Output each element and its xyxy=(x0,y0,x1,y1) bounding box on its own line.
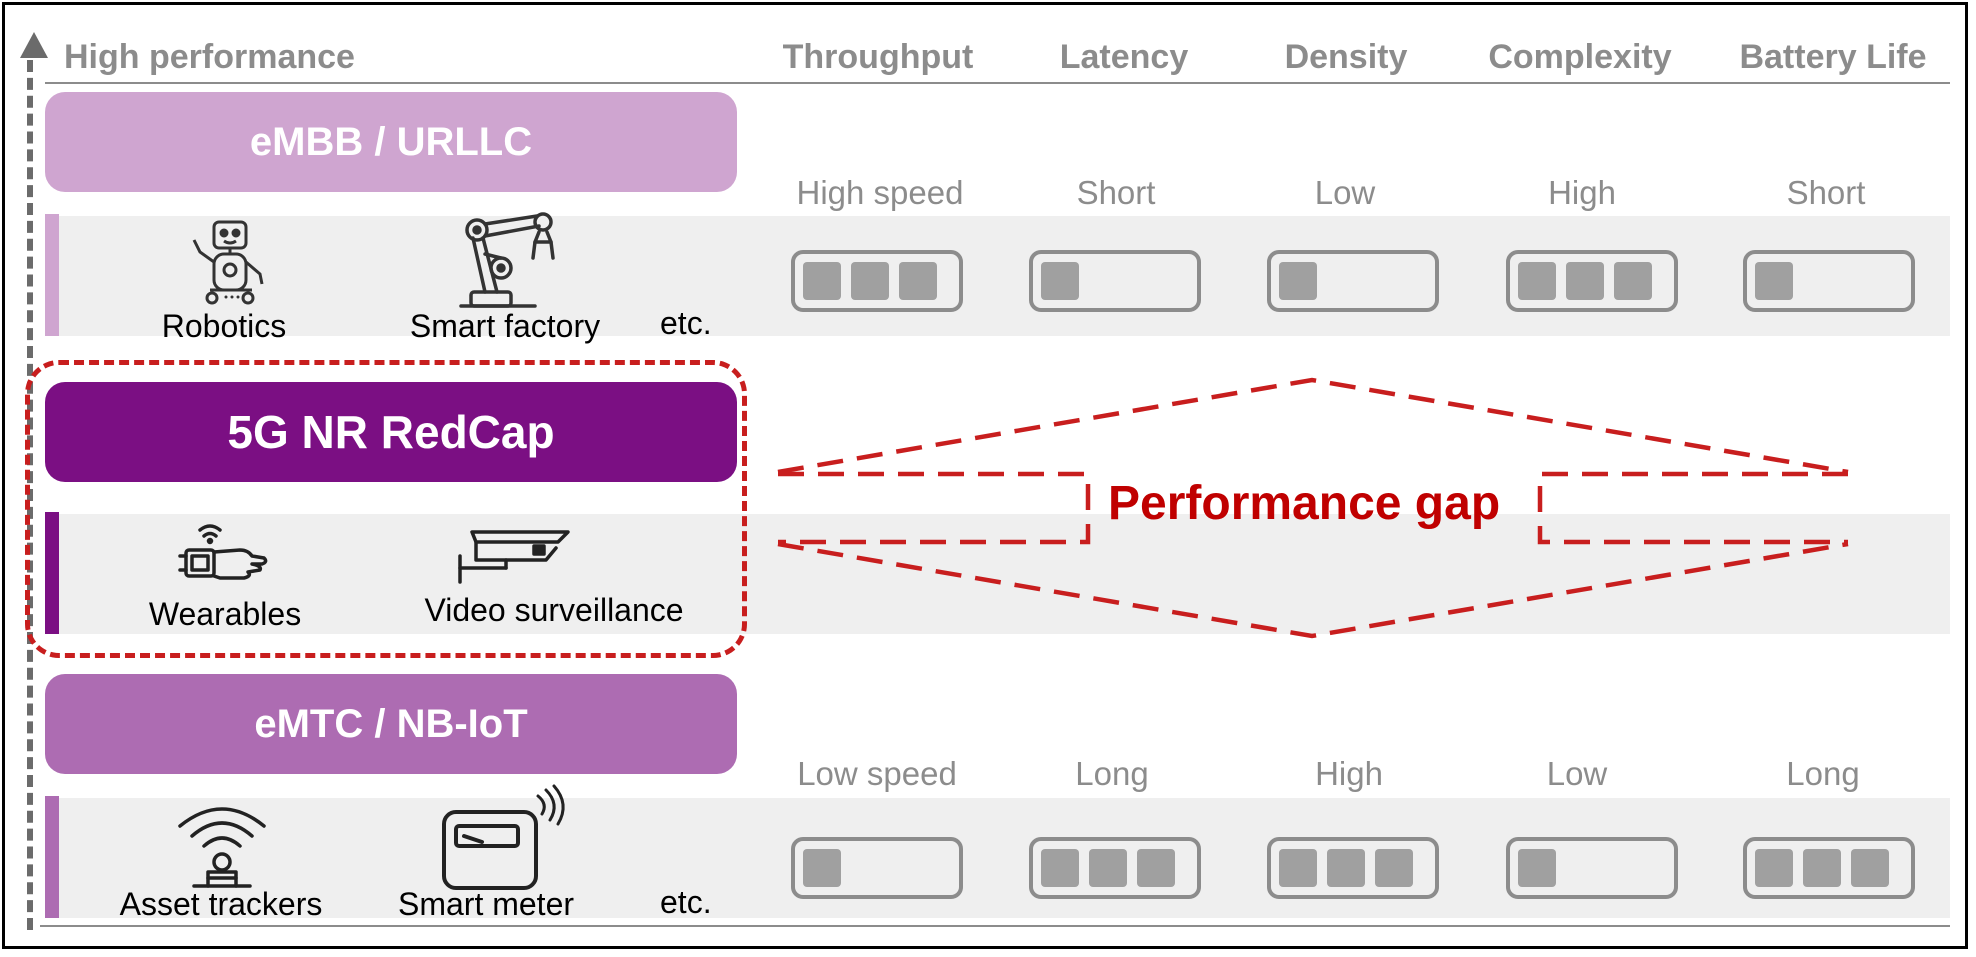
meter-segment xyxy=(1803,849,1841,887)
header-rule xyxy=(45,82,1950,84)
usecase-label-smart-meter: Smart meter xyxy=(397,886,575,922)
meter-segment xyxy=(1279,849,1317,887)
usecase-label-wearables: Wearables xyxy=(148,596,302,632)
robot-arm-icon xyxy=(459,212,555,308)
band-accent-top xyxy=(45,214,59,336)
usecase-label-video-surveillance: Video surveillance xyxy=(424,592,684,628)
level-label-complexity-bottom: Low xyxy=(1546,755,1608,792)
level-label-latency-top: Short xyxy=(1076,174,1156,211)
meter-segment xyxy=(1614,262,1652,300)
robot-icon xyxy=(192,220,264,305)
level-label-throughput-top: High speed xyxy=(796,174,964,211)
band-accent-bottom xyxy=(45,796,59,918)
performance-gap-label: Performance gap xyxy=(1108,477,1501,530)
security-camera-icon xyxy=(458,530,570,584)
meter-segment xyxy=(851,262,889,300)
usecase-label-asset-trackers: Asset trackers xyxy=(119,886,323,922)
meter-segment xyxy=(1375,849,1413,887)
meter-segment xyxy=(1041,262,1079,300)
banner-emtc-nb-iot: eMTC / NB-IoT xyxy=(45,674,737,774)
level-label-complexity-top: High xyxy=(1548,174,1616,211)
meter-segment xyxy=(803,262,841,300)
level-label-throughput-bottom: Low speed xyxy=(797,755,957,792)
meter-battery-life-top xyxy=(1743,250,1915,312)
meter-segment xyxy=(1327,849,1365,887)
meter-density-bottom xyxy=(1267,837,1439,899)
level-label-battery-life-bottom: Long xyxy=(1786,755,1860,792)
meter-battery-life-bottom xyxy=(1743,837,1915,899)
meter-segment xyxy=(1755,262,1793,300)
meter-latency-bottom xyxy=(1029,837,1201,899)
level-label-latency-bottom: Long xyxy=(1075,755,1149,792)
banner-embb-urllc: eMBB / URLLC xyxy=(45,92,737,192)
meter-throughput-bottom xyxy=(791,837,963,899)
meter-latency-top xyxy=(1029,250,1201,312)
band-accent-middle xyxy=(45,512,59,634)
meter-segment xyxy=(1518,849,1556,887)
usecase-label-robotics: Robotics xyxy=(161,308,287,344)
usecase-label-etc-bottom: etc. xyxy=(660,884,712,920)
banner-5g-nr-redcap: 5G NR RedCap xyxy=(45,382,737,482)
column-header-battery-life: Battery Life xyxy=(1739,38,1927,76)
meter-segment xyxy=(1137,849,1175,887)
smart-meter-icon xyxy=(442,784,565,890)
meter-complexity-bottom xyxy=(1506,837,1678,899)
meter-segment xyxy=(1755,849,1793,887)
smartwatch-icon xyxy=(178,524,268,580)
level-label-density-top: Low xyxy=(1314,174,1376,211)
performance-axis xyxy=(27,60,33,930)
axis-arrow-icon xyxy=(20,32,48,58)
usecase-label-etc-top: etc. xyxy=(660,305,712,341)
axis-title: High performance xyxy=(64,38,355,76)
meter-segment xyxy=(899,262,937,300)
meter-complexity-top xyxy=(1506,250,1678,312)
meter-segment xyxy=(1041,849,1079,887)
redcap-highlight-box xyxy=(25,360,747,658)
usecase-band-middle xyxy=(45,514,1950,634)
meter-segment xyxy=(803,849,841,887)
level-label-density-bottom: High xyxy=(1315,755,1383,792)
level-label-battery-life-top: Short xyxy=(1786,174,1866,211)
meter-density-top xyxy=(1267,250,1439,312)
meter-segment xyxy=(1518,262,1556,300)
meter-segment xyxy=(1851,849,1889,887)
usecase-label-smart-factory: Smart factory xyxy=(409,308,601,344)
column-header-throughput: Throughput xyxy=(782,38,974,76)
tracker-beacon-icon xyxy=(178,807,266,888)
meter-segment xyxy=(1089,849,1127,887)
meter-segment xyxy=(1279,262,1317,300)
column-header-density: Density xyxy=(1284,38,1408,76)
column-header-latency: Latency xyxy=(1059,38,1189,76)
bottom-rule xyxy=(40,925,1950,927)
column-header-complexity: Complexity xyxy=(1488,38,1672,76)
meter-segment xyxy=(1566,262,1604,300)
meter-throughput-top xyxy=(791,250,963,312)
